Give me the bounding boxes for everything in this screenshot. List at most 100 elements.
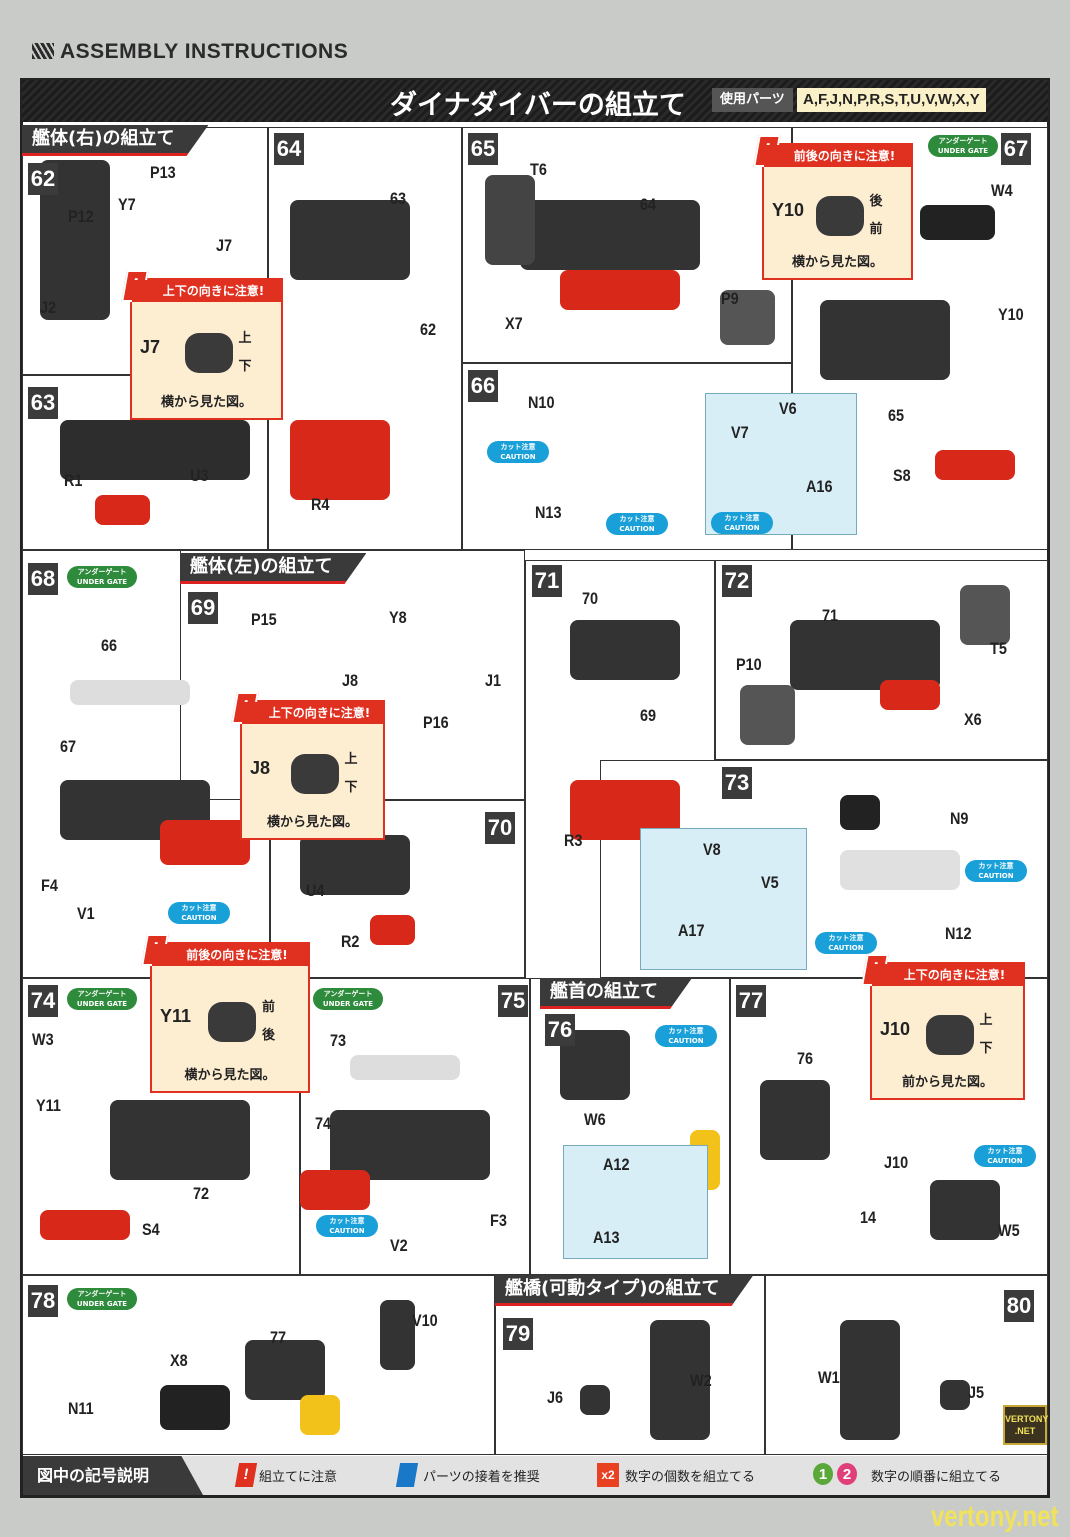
part-label: J7 <box>216 236 233 255</box>
badge-text: アンダーゲート <box>77 568 127 576</box>
legend-item-label: 組立てに注意 <box>259 1470 338 1485</box>
part-label: V5 <box>761 873 779 892</box>
part-diagram <box>290 754 339 794</box>
part-label: J1 <box>485 671 502 690</box>
step-number: 78 <box>28 1285 58 1317</box>
caution-title: 上下の向きに注意! <box>242 702 383 724</box>
part-label: 69 <box>640 706 657 725</box>
view-note: 前から見た図。 <box>901 1075 993 1090</box>
badge-text: CAUTION <box>724 524 760 532</box>
part-label: U3 <box>190 466 209 485</box>
part-label: 62 <box>420 320 437 339</box>
part-label: R3 <box>564 831 583 850</box>
step-number: 72 <box>722 565 752 597</box>
part-label: N11 <box>68 1399 94 1418</box>
part-label: U4 <box>306 881 325 900</box>
page-title: ダイナダイバーの組立て <box>390 90 686 121</box>
part-label: 72 <box>193 1184 210 1203</box>
view-note: 横から見た図。 <box>791 255 883 270</box>
part-label: J10 <box>884 1153 909 1172</box>
watermark-badge: VERTONY.NET <box>1003 1405 1048 1445</box>
header: ASSEMBLY INSTRUCTIONS <box>32 40 348 64</box>
section-header: 艦首の組立て <box>540 978 692 1009</box>
part-diagram <box>925 1015 974 1055</box>
direction-label: 下 <box>238 359 252 374</box>
detail-inset <box>640 828 807 970</box>
badge-text: UNDER GATE <box>322 1000 374 1008</box>
part-label: 66 <box>101 636 118 655</box>
model-part-drawing <box>330 1110 490 1180</box>
model-part-drawing <box>930 1180 1000 1240</box>
model-part-drawing <box>940 1380 970 1410</box>
legend-item-label: 数字の順番に組立てる <box>871 1470 1002 1485</box>
model-part-drawing <box>580 1385 610 1415</box>
badge-text: UNDER GATE <box>937 147 989 155</box>
part-label: 73 <box>330 1031 347 1050</box>
part-label: Y11 <box>36 1096 61 1115</box>
symbol-legend: 図中の記号説明 ! 組立てに注意 パーツの接着を推奨 x2 数字の個数を組立てる… <box>23 1456 1047 1495</box>
step-number: 62 <box>28 163 58 195</box>
part-label: F3 <box>490 1211 507 1230</box>
model-part-drawing <box>380 1300 415 1370</box>
parts-used-label: 使用パーツ <box>712 88 793 112</box>
part-label: N12 <box>945 924 972 943</box>
part-label: V2 <box>390 1236 408 1255</box>
part-label: Y7 <box>118 195 136 214</box>
model-part-drawing <box>300 835 410 895</box>
part-label: 67 <box>60 737 77 756</box>
direction-label: 下 <box>979 1041 993 1056</box>
part-label: A16 <box>806 477 833 496</box>
part-label: W3 <box>32 1030 54 1049</box>
glue-icon <box>395 1463 419 1487</box>
part-label: N13 <box>535 503 562 522</box>
model-part-drawing <box>790 620 940 690</box>
part-diagram <box>208 1001 256 1042</box>
step-number: 71 <box>532 565 562 597</box>
step-number: 73 <box>722 767 752 799</box>
caution-part-label: J8 <box>250 758 271 778</box>
step-number: 64 <box>274 133 304 165</box>
view-note: 横から見た図。 <box>184 1068 276 1083</box>
model-part-drawing <box>920 205 995 240</box>
part-label: 77 <box>270 1328 287 1347</box>
part-label: N10 <box>528 393 555 412</box>
part-label: R2 <box>341 932 360 951</box>
model-part-drawing <box>350 1055 460 1080</box>
part-label: 65 <box>888 406 905 425</box>
part-label: A13 <box>593 1228 620 1247</box>
part-label: 70 <box>582 589 599 608</box>
step-number: 79 <box>503 1318 533 1350</box>
step-number: 69 <box>188 592 218 624</box>
badge-text: カット注意 <box>987 1147 1023 1155</box>
section-header: 艦橋(可動タイプ)の組立て <box>495 1275 753 1306</box>
part-label: V8 <box>703 840 721 859</box>
part-label: J2 <box>40 298 57 317</box>
badge-text: カット注意 <box>828 934 864 942</box>
model-part-drawing <box>245 1340 325 1400</box>
badge-text: カット注意 <box>978 862 1014 870</box>
part-label: N9 <box>950 809 969 828</box>
part-label: P16 <box>423 713 449 732</box>
part-label: S8 <box>893 466 911 485</box>
model-part-drawing <box>300 1395 340 1435</box>
legend-item-label: 数字の個数を組立てる <box>625 1470 756 1485</box>
step-number: 74 <box>28 985 58 1017</box>
step-number: 77 <box>736 985 766 1017</box>
part-label: W1 <box>818 1368 840 1387</box>
badge-text: アンダーゲート <box>77 990 127 998</box>
model-part-drawing <box>40 1210 130 1240</box>
step-number: 63 <box>28 387 58 419</box>
part-label: Y10 <box>998 305 1024 324</box>
part-label: W4 <box>991 181 1013 200</box>
step-number: 76 <box>545 1014 575 1046</box>
part-label: V7 <box>731 423 749 442</box>
step-number: 65 <box>468 133 498 165</box>
badge-text: アンダーゲート <box>938 137 988 145</box>
model-part-drawing <box>290 420 390 500</box>
